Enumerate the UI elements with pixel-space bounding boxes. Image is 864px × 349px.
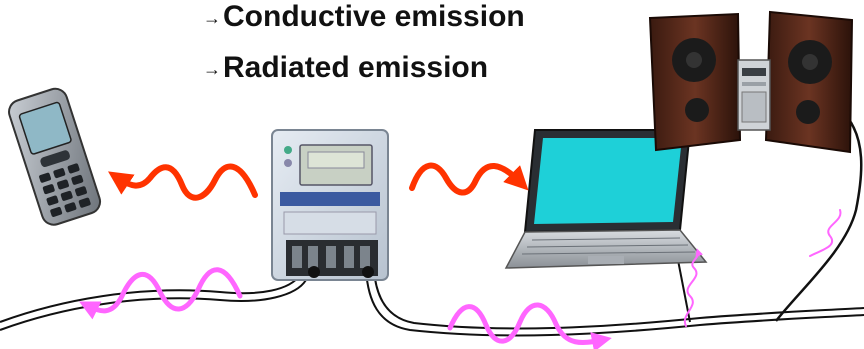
energy-meter-icon — [271, 129, 389, 281]
radiated-emission-label: →Radiated emission — [203, 51, 488, 86]
mobile-phone-icon — [8, 87, 102, 226]
conducted-wave-small — [683, 209, 842, 327]
power-cable — [0, 117, 864, 337]
laptop-icon — [504, 129, 708, 269]
hifi-stereo-icon — [648, 10, 854, 154]
conductive-emission-text: Conductive emission — [223, 0, 525, 33]
conductive-emission-label: →Conductive emission — [203, 0, 525, 35]
arrow-icon: → — [203, 8, 221, 28]
conducted-wave — [79, 267, 612, 349]
radiated-wave — [108, 162, 529, 201]
arrow-icon: → — [203, 59, 221, 79]
radiated-emission-text: Radiated emission — [223, 51, 489, 84]
